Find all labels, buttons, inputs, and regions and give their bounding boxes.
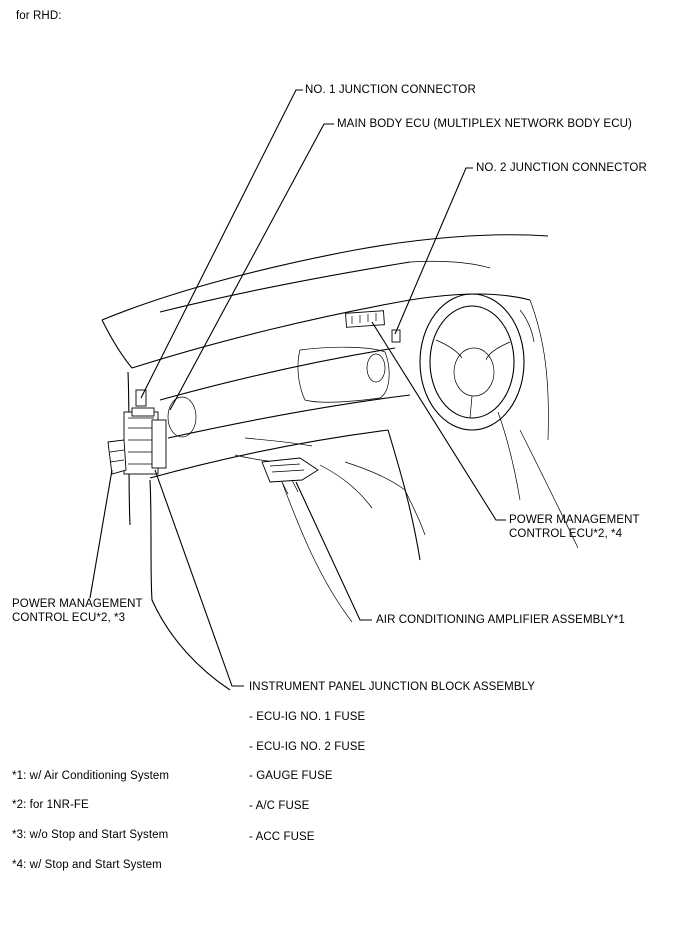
no2-junction-connector-part xyxy=(391,329,401,343)
air-conditioning-amplifier-part xyxy=(261,457,319,495)
power-mgmt-ecu-right-part xyxy=(345,310,385,328)
callout-power-management-ecu-right: POWER MANAGEMENT CONTROL ECU*2, *4 xyxy=(509,514,640,540)
steering-wheel xyxy=(419,293,535,501)
main-body-ecu-part xyxy=(123,411,167,475)
callout-no1-junction-connector: NO. 1 JUNCTION CONNECTOR xyxy=(305,84,476,96)
footnote: *1: w/ Air Conditioning System xyxy=(12,770,170,782)
footnote: *4: w/ Stop and Start System xyxy=(12,859,162,871)
fuse-item: - A/C FUSE xyxy=(249,800,310,812)
callout-power-management-ecu-left: POWER MANAGEMENT CONTROL ECU*2, *3 xyxy=(12,598,143,624)
fuse-item: - GAUGE FUSE xyxy=(249,770,333,782)
footnote: *2: for 1NR-FE xyxy=(12,799,89,811)
leader-lines xyxy=(89,89,506,687)
page-title: for RHD: xyxy=(16,10,62,22)
footnote: *3: w/o Stop and Start System xyxy=(12,829,169,841)
power-mgmt-ecu-left-part xyxy=(107,439,127,475)
fuse-item: - ACC FUSE xyxy=(249,831,315,843)
callout-air-conditioning-amplifier: AIR CONDITIONING AMPLIFIER ASSEMBLY*1 xyxy=(376,614,625,626)
callout-no2-junction-connector: NO. 2 JUNCTION CONNECTOR xyxy=(476,162,647,174)
callout-main-body-ecu: MAIN BODY ECU (MULTIPLEX NETWORK BODY EC… xyxy=(337,118,632,130)
fuse-item: - ECU-IG NO. 2 FUSE xyxy=(249,741,366,753)
callout-instrument-panel-junction-block: INSTRUMENT PANEL JUNCTION BLOCK ASSEMBLY xyxy=(249,681,536,693)
fuse-item: - ECU-IG NO. 1 FUSE xyxy=(249,711,366,723)
